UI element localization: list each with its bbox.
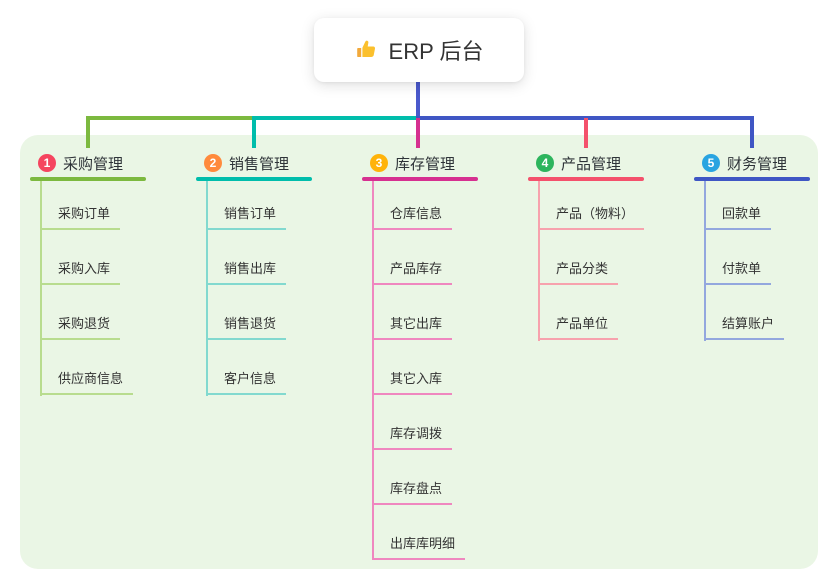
branch-underline — [196, 177, 312, 181]
branch-underline — [30, 177, 146, 181]
branch-trunk-line — [40, 181, 42, 396]
child-node[interactable]: 结算账户 — [704, 312, 785, 340]
branch-label: 库存管理 — [395, 155, 456, 173]
branch-product: 4 产品管理 产品（物料） 产品分类 产品单位 — [528, 150, 645, 341]
branch-underline — [694, 177, 810, 181]
child-node[interactable]: 其它入库 — [372, 367, 453, 395]
child-node[interactable]: 回款单 — [704, 202, 772, 230]
branch-number-badge: 3 — [370, 154, 388, 172]
connector-drop-branch1 — [86, 116, 90, 148]
child-node[interactable]: 销售订单 — [206, 202, 287, 230]
child-node[interactable]: 其它出库 — [372, 312, 453, 340]
child-node[interactable]: 产品单位 — [538, 312, 619, 340]
child-node[interactable]: 客户信息 — [206, 367, 287, 395]
branch-label: 财务管理 — [727, 155, 788, 173]
branch-trunk-line — [538, 181, 540, 341]
child-node[interactable]: 库存调拨 — [372, 422, 453, 450]
branch-label: 采购管理 — [63, 155, 124, 173]
branch-trunk-line — [704, 181, 706, 341]
child-node[interactable]: 销售出库 — [206, 257, 287, 285]
connector-drop-branch3 — [416, 118, 420, 148]
branch-header[interactable]: 4 产品管理 — [528, 150, 644, 176]
root-connector-line — [416, 82, 420, 118]
branch-label: 销售管理 — [229, 155, 290, 173]
branch-trunk-line — [372, 181, 374, 560]
child-node[interactable]: 库存盘点 — [372, 477, 453, 505]
branch-header[interactable]: 2 销售管理 — [196, 150, 312, 176]
branch-trunk-line — [206, 181, 208, 396]
branch-number-badge: 4 — [536, 154, 554, 172]
child-node[interactable]: 产品（物料） — [538, 202, 645, 230]
branch-purchase: 1 采购管理 采购订单 采购入库 采购退货 供应商信息 — [30, 150, 146, 396]
child-node[interactable]: 采购入库 — [40, 257, 121, 285]
branch-inventory: 3 库存管理 仓库信息 产品库存 其它出库 其它入库 库存调拨 库存盘点 出库库… — [362, 150, 478, 560]
child-node[interactable]: 采购订单 — [40, 202, 121, 230]
connector-drop-branch5 — [750, 116, 754, 148]
branches-panel — [20, 135, 818, 569]
connector-segment-branch1 — [86, 116, 256, 120]
thumbs-up-icon — [356, 40, 375, 57]
child-node[interactable]: 付款单 — [704, 257, 772, 285]
child-node[interactable]: 产品库存 — [372, 257, 453, 285]
branch-label: 产品管理 — [561, 155, 622, 173]
child-node[interactable]: 出库库明细 — [372, 532, 466, 560]
branch-number-badge: 2 — [204, 154, 222, 172]
child-node[interactable]: 采购退货 — [40, 312, 121, 340]
connector-segment-branch2 — [252, 116, 420, 120]
branch-header[interactable]: 1 采购管理 — [30, 150, 146, 176]
connector-drop-branch2 — [252, 116, 256, 148]
child-node[interactable]: 产品分类 — [538, 257, 619, 285]
child-node[interactable]: 供应商信息 — [40, 367, 134, 395]
branch-number-badge: 1 — [38, 154, 56, 172]
branch-finance: 5 财务管理 回款单 付款单 结算账户 — [694, 150, 810, 341]
child-node[interactable]: 销售退货 — [206, 312, 287, 340]
branch-sales: 2 销售管理 销售订单 销售出库 销售退货 客户信息 — [196, 150, 312, 396]
branch-header[interactable]: 3 库存管理 — [362, 150, 478, 176]
branch-header[interactable]: 5 财务管理 — [694, 150, 810, 176]
branch-number-badge: 5 — [702, 154, 720, 172]
branch-underline — [362, 177, 478, 181]
root-node[interactable]: ERP 后台 — [314, 18, 524, 82]
child-node[interactable]: 仓库信息 — [372, 202, 453, 230]
connector-drop-branch4 — [584, 118, 588, 148]
branch-underline — [528, 177, 644, 181]
root-title: ERP 后台 — [388, 39, 484, 64]
